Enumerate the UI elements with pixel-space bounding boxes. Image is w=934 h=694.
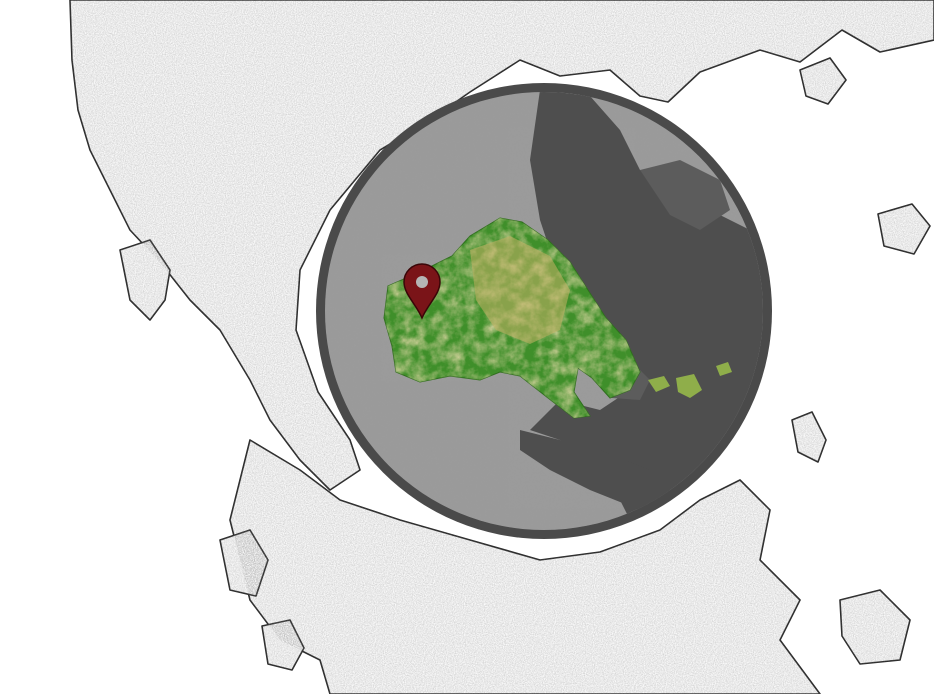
land-relief-texture-fill — [800, 58, 846, 104]
highlighted-region[interactable] — [383, 217, 732, 419]
land-relief-texture-fill — [840, 590, 910, 664]
land-relief-texture-fill — [878, 204, 930, 254]
highlighted-islet-1 — [648, 376, 670, 392]
land-relief-texture-fill — [120, 240, 170, 320]
lens-sea-gulf-north — [530, 92, 763, 530]
map-pin-icon[interactable] — [403, 263, 441, 320]
lens-sea-channel — [520, 430, 680, 510]
highlighted-islet-2 — [676, 374, 702, 398]
land-relief-texture — [70, 0, 934, 694]
land-relief-texture-fill — [792, 412, 826, 462]
land-relief-texture-fill — [230, 440, 820, 694]
land-masses — [69, 0, 934, 694]
land-relief-texture-fill — [220, 530, 268, 596]
map-pin-center-dot — [416, 276, 428, 288]
map-pin-body[interactable] — [403, 263, 441, 320]
highlighted-region-highlands — [470, 236, 570, 344]
lens-peninsula — [640, 160, 730, 230]
land-relief-texture-fill — [70, 0, 934, 490]
land-relief-texture-fill — [262, 620, 304, 670]
highlighted-islet-3 — [716, 362, 732, 376]
